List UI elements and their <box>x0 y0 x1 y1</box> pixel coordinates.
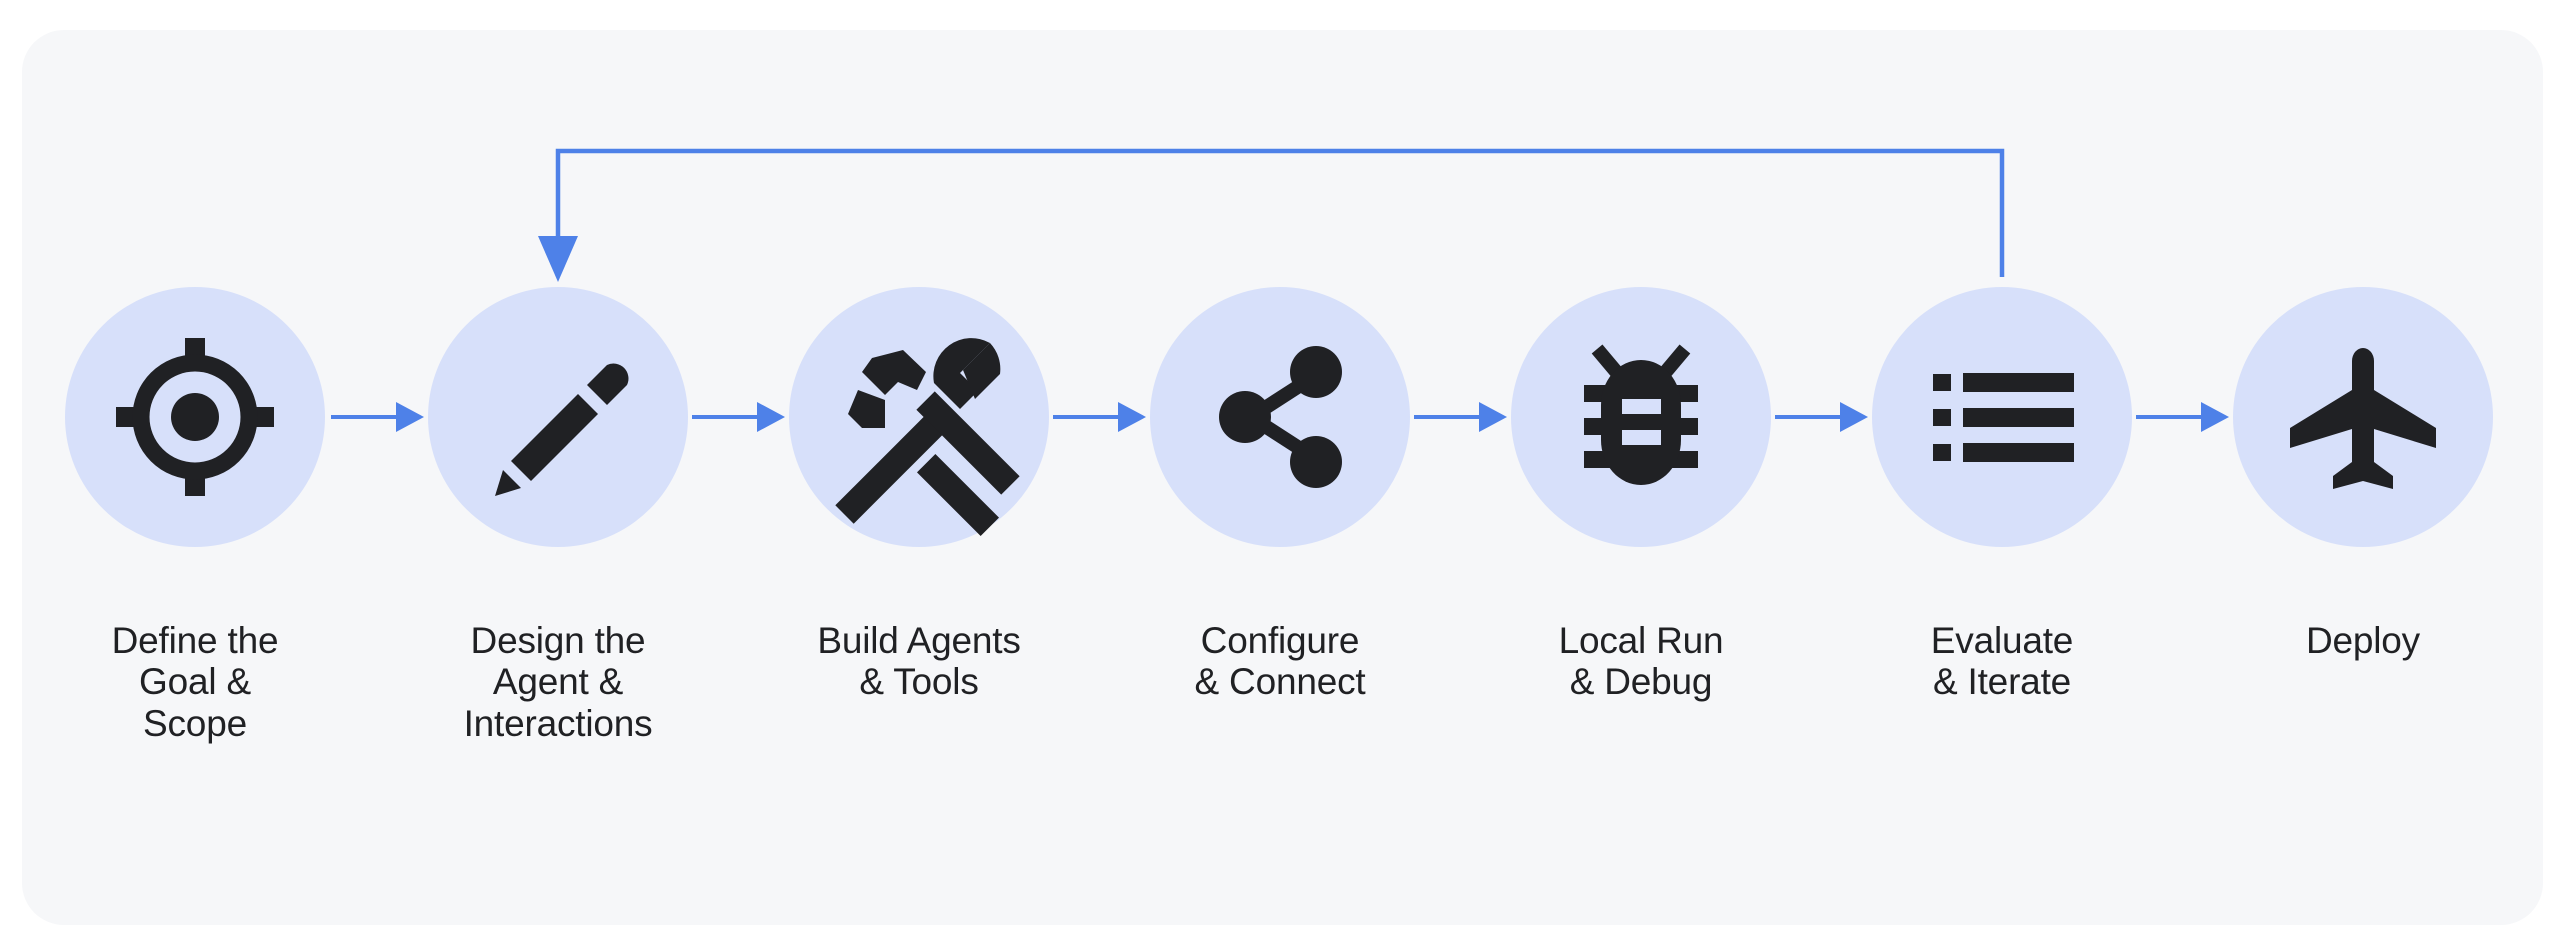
step-label-deploy: Deploy <box>2306 620 2420 661</box>
feedback-loop-connector <box>538 148 2005 282</box>
step-node-design-the-agent-interactions[interactable] <box>428 287 688 547</box>
forward-arrow-3 <box>1053 402 1146 432</box>
step-circle-3 <box>789 287 1049 547</box>
step-node-deploy[interactable] <box>2233 287 2493 547</box>
hammer-wrench-tools-icon <box>835 338 1020 537</box>
forward-arrow-2 <box>692 402 785 432</box>
step-label-evaluate-iterate: Evaluate & Iterate <box>1930 620 2074 703</box>
step-label-local-run-debug: Local Run & Debug <box>1558 620 1724 703</box>
step-node-local-run-debug[interactable] <box>1511 287 1771 547</box>
step-node-evaluate-iterate[interactable] <box>1872 287 2132 547</box>
forward-arrow-4 <box>1414 402 1507 432</box>
share-nodes-icon <box>1219 346 1342 488</box>
step-node-define-the-goal-scope[interactable] <box>65 287 325 547</box>
bug-icon <box>1584 344 1698 485</box>
step-label-build-agents-tools: Build Agents & Tools <box>817 620 1021 703</box>
step-node-build-agents-tools[interactable] <box>789 287 1049 547</box>
step-label-define-the-goal-scope: Define the Goal & Scope <box>111 620 279 744</box>
step-circle-4 <box>1150 287 1410 547</box>
step-label-configure-connect: Configure & Connect <box>1194 620 1366 703</box>
forward-arrow-1 <box>331 402 424 432</box>
forward-arrow-6 <box>2136 402 2229 432</box>
airplane-deploy-icon <box>2290 348 2436 489</box>
forward-arrow-5 <box>1775 402 1868 432</box>
target-icon <box>116 338 274 496</box>
feedback-loop-arrowhead <box>538 236 578 282</box>
step-node-configure-connect[interactable] <box>1150 287 1410 547</box>
list-checklist-icon <box>1933 373 2074 462</box>
step-label-design-the-agent-interactions: Design the Agent & Interactions <box>463 620 653 744</box>
pencil-edit-icon <box>495 363 629 496</box>
